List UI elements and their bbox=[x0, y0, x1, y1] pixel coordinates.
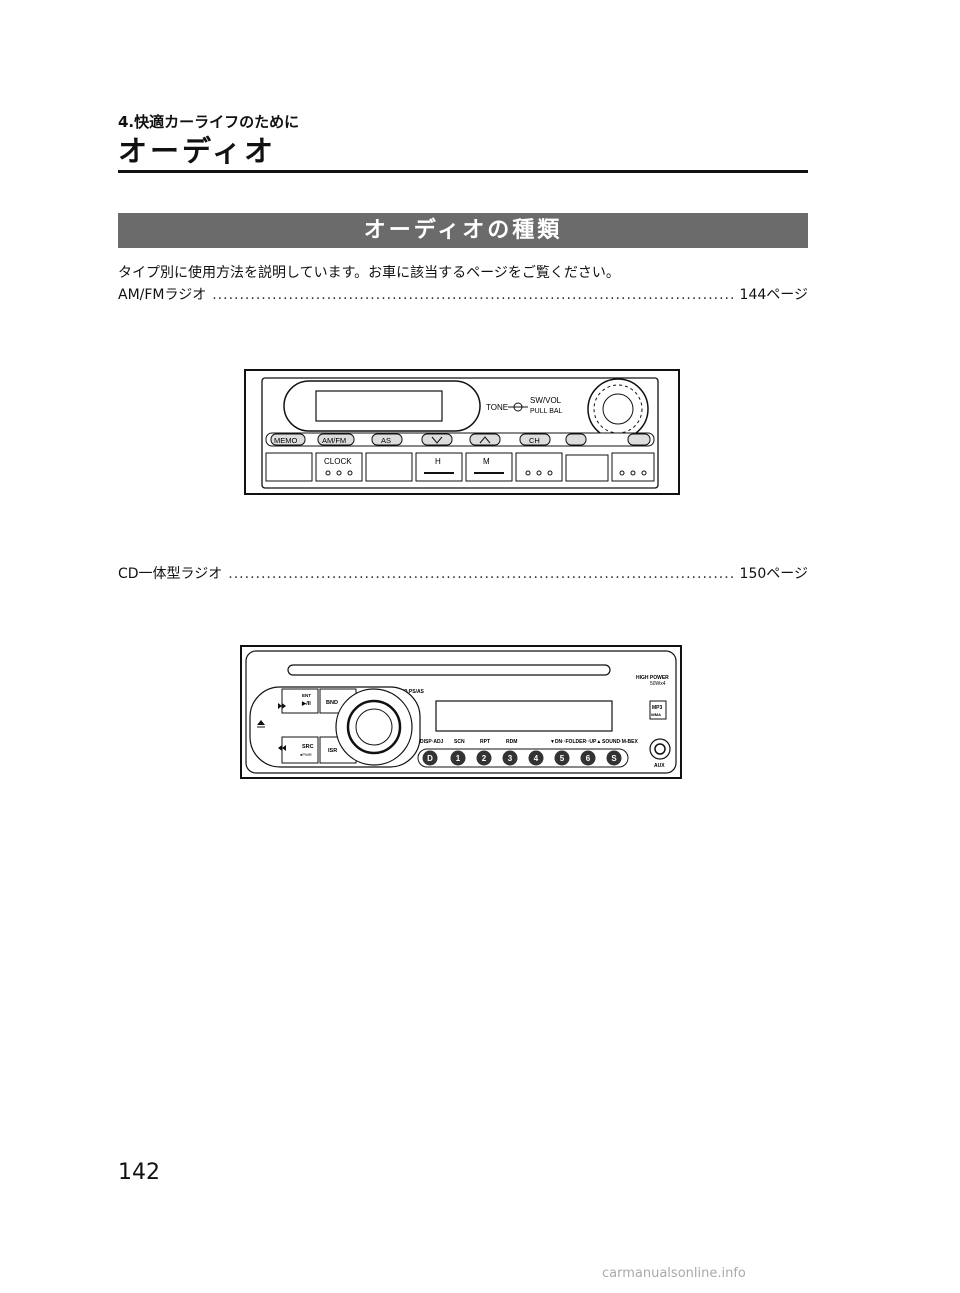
pullbal-label: PULL BAL bbox=[530, 408, 563, 415]
toc-page: 144ページ bbox=[739, 287, 808, 303]
wma-badge: WMA bbox=[651, 712, 661, 717]
toc-label: AM/FMラジオ bbox=[118, 287, 207, 303]
isr-button[interactable]: ISR bbox=[328, 748, 337, 754]
repeat-label: RPT bbox=[480, 739, 490, 745]
hour-label: H bbox=[435, 457, 441, 466]
preset-button-row: D 1 2 3 4 5 6 S bbox=[422, 750, 622, 766]
eject-icon[interactable] bbox=[627, 433, 651, 446]
high-power-label: HIGH POWER bbox=[636, 675, 669, 681]
preset-button[interactable]: D bbox=[427, 754, 433, 763]
memo-button[interactable]: MEMO bbox=[274, 436, 297, 445]
preset-button[interactable]: S bbox=[611, 754, 617, 763]
toc-leader bbox=[212, 287, 733, 303]
toc-entry-cd[interactable]: CD一体型ラジオ 150ページ bbox=[118, 563, 808, 583]
intro-text: タイプ別に使用方法を説明しています。お車に該当するページをご覧ください。 bbox=[118, 265, 620, 281]
next-track-icon[interactable] bbox=[278, 703, 286, 709]
title-rule bbox=[118, 170, 808, 173]
amfm-radio-illustration: TONE SW/VOL PULL BAL MEMO AM/FM AS CH CL… bbox=[244, 369, 680, 495]
sound-label: SOUND·M-BEX bbox=[602, 739, 638, 745]
as-button[interactable]: AS bbox=[381, 436, 391, 445]
toc-label: CD一体型ラジオ bbox=[118, 566, 223, 582]
page-number: 142 bbox=[118, 1160, 160, 1185]
prev-track-icon[interactable] bbox=[278, 745, 286, 751]
play-pause-button[interactable]: ▶/II bbox=[301, 700, 311, 707]
swvol-label: SW/VOL bbox=[530, 396, 562, 405]
section-banner: オーディオの種類 bbox=[118, 213, 808, 248]
cd-slot bbox=[287, 664, 611, 676]
ent-label: ENT bbox=[302, 693, 311, 698]
folder-label: ▼DN··FOLDER··UP▲ bbox=[550, 739, 601, 745]
mp3-badge: MP3 bbox=[652, 705, 663, 711]
aux-label: AUX bbox=[654, 763, 665, 769]
eject-icon[interactable] bbox=[257, 720, 265, 725]
up-arrow-icon[interactable] bbox=[479, 436, 491, 444]
cd-radio-illustration: HIGH POWER 50Wx4 h/2·PS/AS ENT ▶/II BND … bbox=[240, 645, 682, 779]
band-button[interactable]: BND bbox=[326, 700, 338, 706]
preset-button[interactable]: 6 bbox=[586, 754, 591, 763]
tape-icon[interactable] bbox=[565, 433, 587, 446]
high-power-value: 50Wx4 bbox=[650, 681, 666, 687]
preset-button[interactable]: 3 bbox=[508, 754, 513, 763]
clock-label: CLOCK bbox=[324, 457, 352, 466]
page-title: オーディオ bbox=[118, 134, 276, 168]
disp-adj-label: DISP·ADJ bbox=[420, 739, 444, 745]
toc-entry-amfm[interactable]: AM/FMラジオ 144ページ bbox=[118, 284, 808, 304]
top-func-label: h/2·PS/AS bbox=[400, 689, 425, 695]
volume-knob[interactable] bbox=[587, 378, 649, 440]
down-arrow-icon[interactable] bbox=[431, 436, 443, 444]
preset-button[interactable]: 4 bbox=[534, 754, 539, 763]
tone-label: TONE bbox=[486, 403, 508, 412]
preset-button[interactable]: 2 bbox=[482, 754, 487, 763]
watermark: carmanualsonline.info bbox=[602, 1266, 746, 1281]
scan-label: SCN bbox=[454, 739, 465, 745]
toc-leader bbox=[228, 566, 733, 582]
lcd-display bbox=[435, 700, 613, 732]
random-label: RDM bbox=[506, 739, 517, 745]
chapter-heading: 4.快適カーライフのために bbox=[118, 113, 300, 131]
source-button[interactable]: SRC bbox=[302, 744, 314, 750]
preset-button[interactable]: 5 bbox=[560, 754, 565, 763]
ch-button[interactable]: CH bbox=[529, 436, 540, 445]
power-label: ●PWR bbox=[300, 752, 312, 757]
amfm-button[interactable]: AM/FM bbox=[322, 436, 346, 445]
minute-label: M bbox=[483, 457, 490, 466]
preset-button[interactable]: 1 bbox=[456, 754, 461, 763]
toc-page: 150ページ bbox=[739, 566, 808, 582]
